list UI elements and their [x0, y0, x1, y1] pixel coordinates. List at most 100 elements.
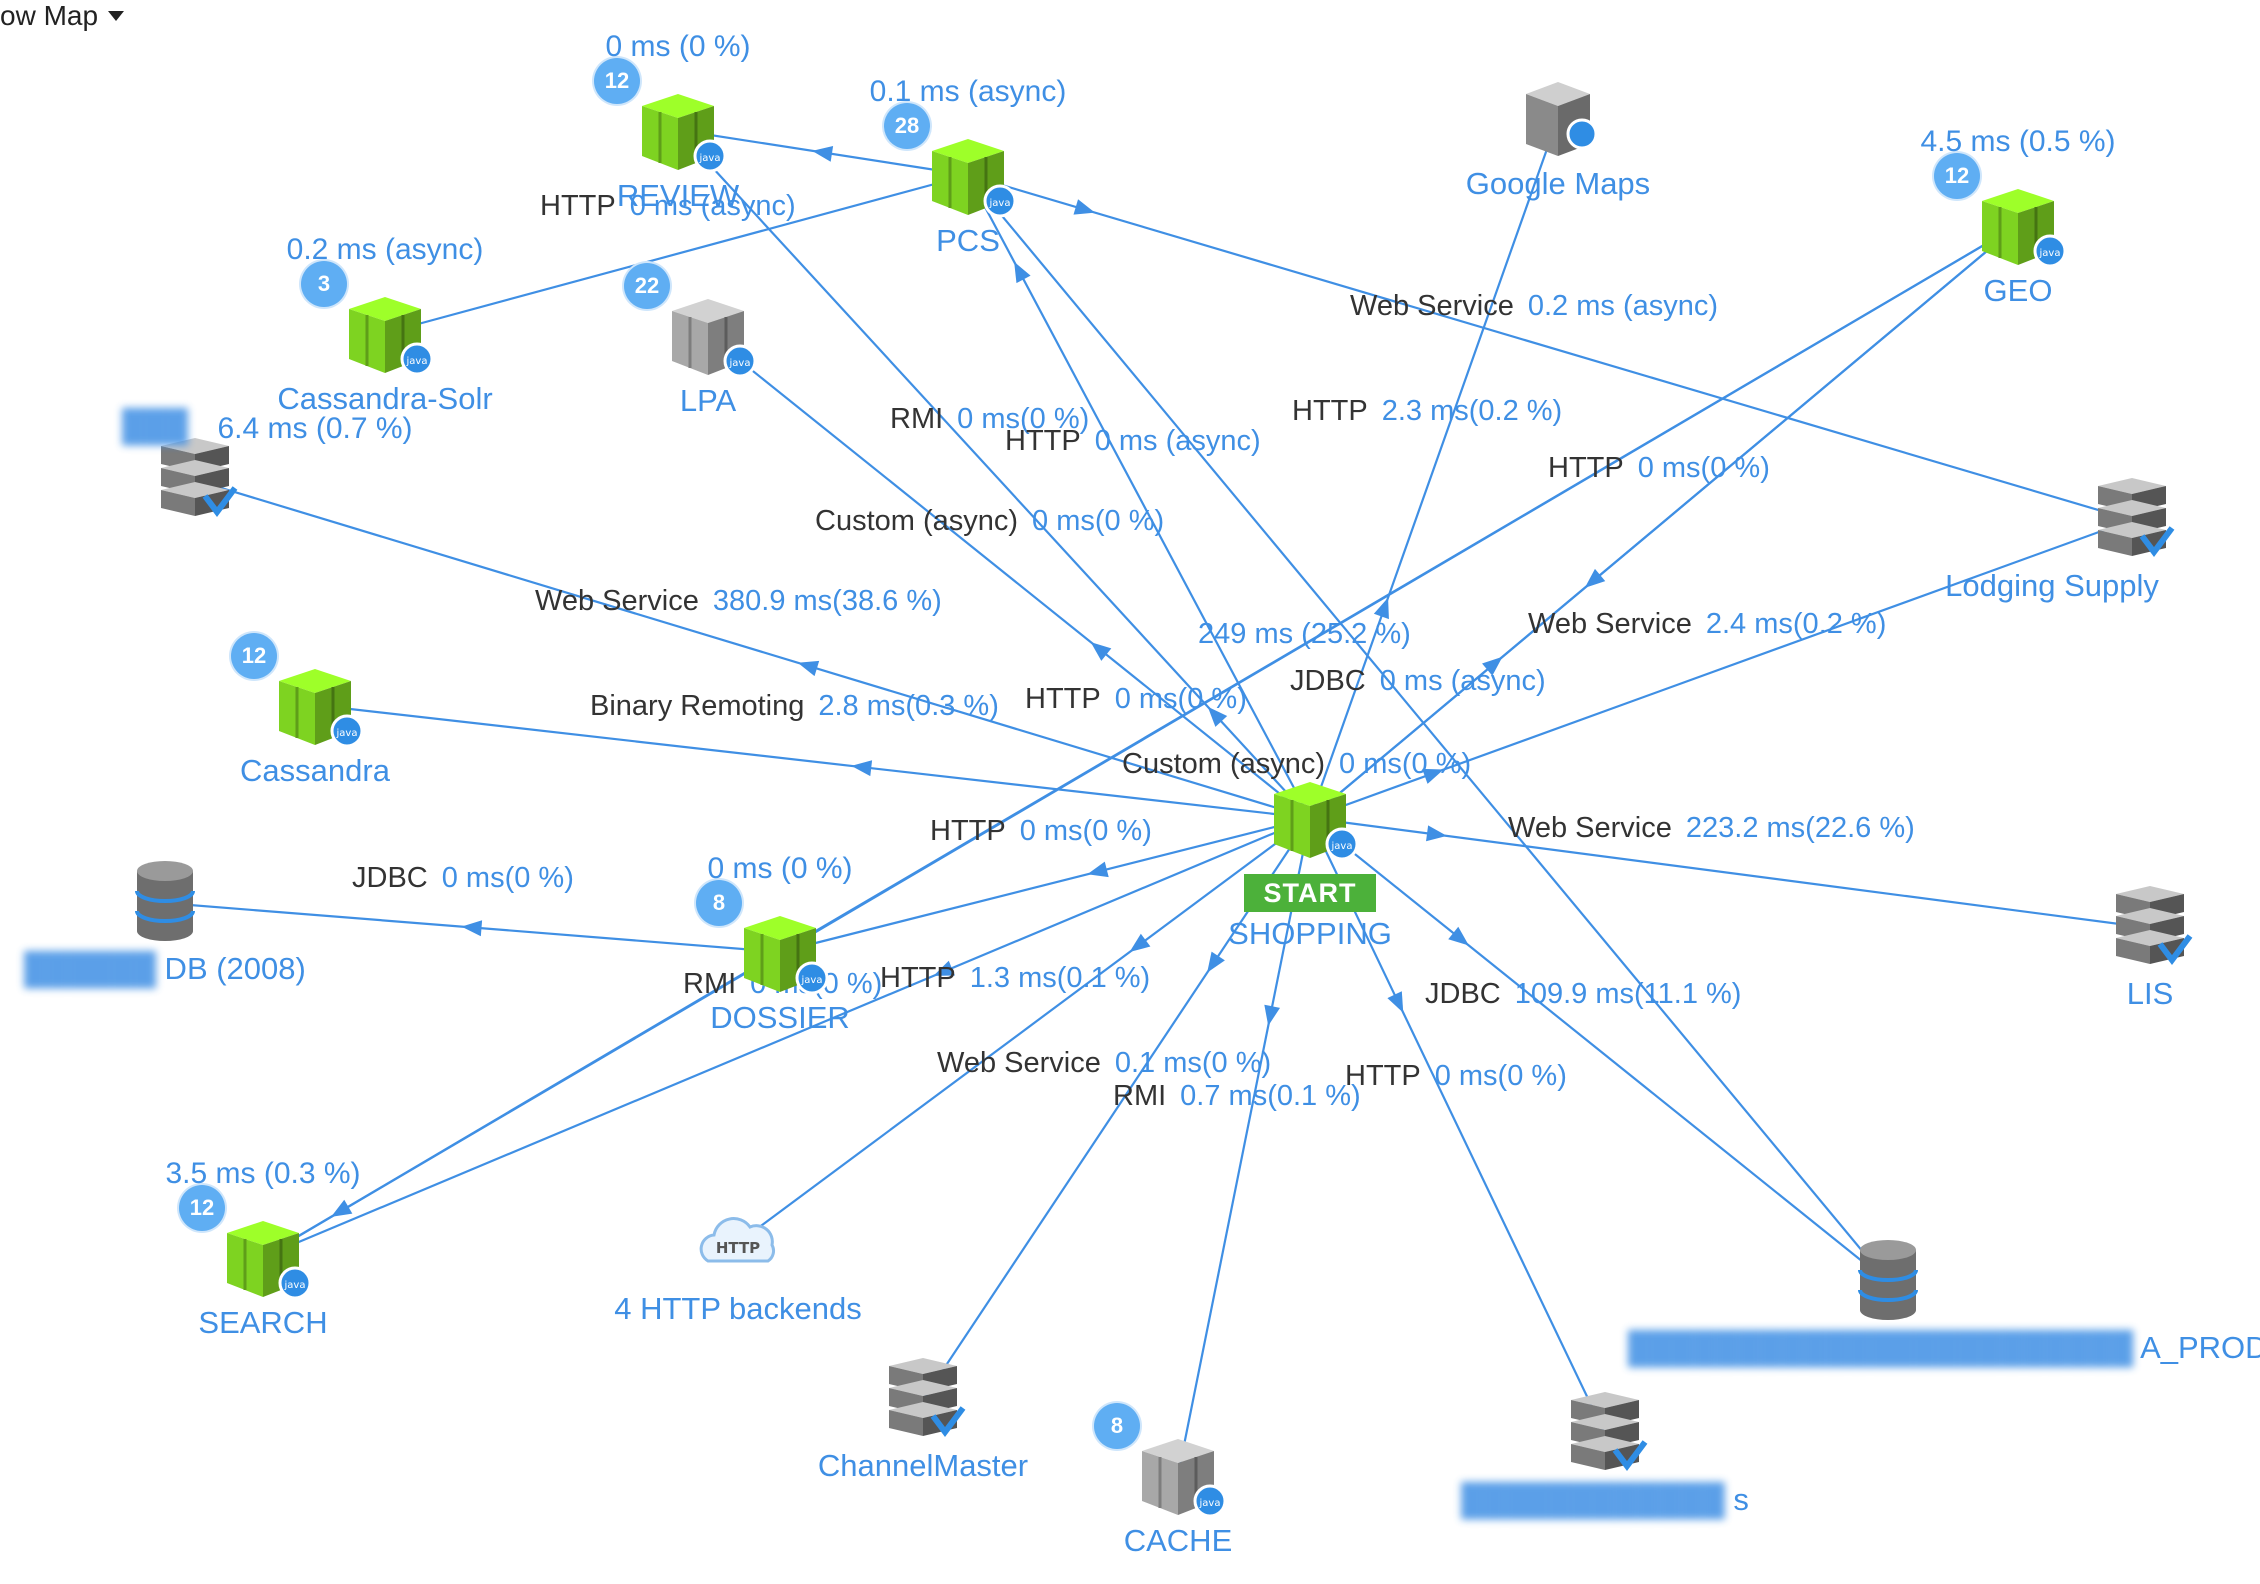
- edge-shopping-channel[interactable]: [922, 817, 1311, 1401]
- edge-protocol: Web Service: [1528, 608, 1692, 640]
- node-name[interactable]: LPA: [679, 383, 737, 418]
- edge-metric: 0.1 ms(0 %): [1114, 1047, 1272, 1079]
- server-icon[interactable]: [873, 1354, 973, 1446]
- edge-protocol: HTTP: [540, 190, 616, 222]
- node-metric: 4.5 ms (0.5 %): [1920, 125, 2116, 158]
- edge-arrow-icon: [1090, 642, 1112, 661]
- edge-shopping-lodging[interactable]: [1309, 518, 2133, 820]
- edge-shopping-pcs[interactable]: [967, 174, 1311, 819]
- node-name[interactable]: GEO: [1983, 273, 2053, 308]
- node-count-badge: 12: [179, 1185, 225, 1231]
- database-icon[interactable]: [1838, 1236, 1938, 1328]
- edge-arrow-icon: [851, 760, 873, 777]
- edge-shopping-ws1[interactable]: [194, 478, 1311, 820]
- edge-pcs-csolr[interactable]: [384, 173, 969, 335]
- node-name[interactable]: SHOPPING: [1228, 916, 1392, 951]
- java-tier-icon[interactable]: java: [1968, 179, 2068, 271]
- java-tier-icon[interactable]: java: [1260, 772, 1360, 864]
- edge-metric: 0 ms(0 %): [1114, 683, 1247, 715]
- flow-map-dropdown[interactable]: ow Map: [0, 0, 125, 32]
- node-name[interactable]: ██████ DB (2008): [0, 951, 425, 987]
- node-metric: 0 ms (0 %): [707, 852, 853, 885]
- java-tier-icon[interactable]: java: [1128, 1429, 1228, 1521]
- node-name[interactable]: 4 HTTP backends: [614, 1291, 862, 1326]
- edge-metric: 223.2 ms(22.6 %): [1685, 812, 1915, 844]
- server-icon[interactable]: [2100, 882, 2200, 974]
- edge-shopping-lpa[interactable]: [707, 334, 1311, 819]
- node-name[interactable]: ████████████ s: [1345, 1482, 1865, 1518]
- java-tier-icon[interactable]: java: [918, 129, 1018, 221]
- server-icon[interactable]: [1555, 1388, 1655, 1480]
- edge-shopping-search[interactable]: [262, 816, 1311, 1259]
- node-name[interactable]: Cassandra-Solr: [277, 381, 493, 416]
- edge-arrow-icon: [1387, 991, 1404, 1013]
- edge-label[interactable]: Custom (async)0 ms(0 %): [815, 505, 1164, 538]
- node-name[interactable]: SEARCH: [198, 1305, 328, 1340]
- edge-metric: 2.8 ms(0.3 %): [818, 690, 999, 722]
- edge-label[interactable]: HTTP 0 ms(0 %): [1025, 683, 1247, 716]
- edge-pcs-prod[interactable]: [967, 174, 1889, 1283]
- edge-shopping-prod[interactable]: [1309, 817, 1889, 1283]
- edge-protocol: HTTP: [1025, 683, 1101, 715]
- edge-shopping-services[interactable]: [1309, 817, 1606, 1435]
- java-tier-icon[interactable]: java: [265, 659, 365, 751]
- edge-metric: 0 ms(0 %): [957, 403, 1090, 435]
- node-name[interactable]: DOSSIER: [710, 1000, 850, 1035]
- edge-arrow-icon: [1129, 933, 1151, 953]
- remote-service-icon[interactable]: [1508, 72, 1608, 164]
- edge-pcs-lodging[interactable]: [967, 173, 2133, 522]
- node-name[interactable]: Google Maps: [1465, 166, 1651, 201]
- server-icon[interactable]: [2082, 474, 2182, 566]
- edge-arrow-icon: [1584, 568, 1606, 588]
- node-count-badge: 22: [624, 263, 670, 309]
- cloud-icon[interactable]: HTTP: [688, 1197, 788, 1289]
- java-tier-icon[interactable]: java: [628, 84, 728, 176]
- java-tier-icon[interactable]: java: [213, 1211, 313, 1303]
- node-name[interactable]: ███: [0, 408, 415, 444]
- edge-label[interactable]: Custom (async)0 ms(0 %): [1122, 748, 1471, 781]
- svg-text:java: java: [699, 153, 721, 164]
- node-name[interactable]: Lodging Supply: [1945, 568, 2159, 603]
- edge-shopping-http4[interactable]: [737, 817, 1311, 1244]
- database-icon[interactable]: [115, 857, 215, 949]
- edge-search-geo[interactable]: [262, 224, 2019, 1258]
- edge-shopping-lis[interactable]: [1309, 816, 2151, 930]
- edge-shopping-cache[interactable]: [1176, 817, 1312, 1476]
- node-name[interactable]: PCS: [936, 223, 1000, 258]
- edge-geo-shopping[interactable]: [1309, 224, 2019, 819]
- node-name[interactable]: REVIEW: [616, 178, 740, 213]
- node-metric: 0 ms (0 %): [605, 30, 751, 63]
- edge-shopping-google[interactable]: [1308, 117, 1560, 819]
- java-tier-icon[interactable]: java: [335, 287, 435, 379]
- edge-label[interactable]: 249 ms (25.2 %): [1198, 618, 1411, 651]
- node-name[interactable]: Cassandra: [240, 753, 390, 788]
- edge-metric: 0 ms(0 %): [1032, 505, 1165, 537]
- edge-shopping-cassandra[interactable]: [314, 703, 1311, 820]
- node-name[interactable]: LIS: [2126, 976, 2174, 1011]
- node-name[interactable]: ███████████████████████ A_PROD: [1628, 1330, 2260, 1366]
- node-name[interactable]: CACHE: [1123, 1523, 1233, 1558]
- node-name[interactable]: ChannelMaster: [817, 1448, 1029, 1483]
- java-tier-icon[interactable]: java: [730, 906, 830, 998]
- server-icon[interactable]: [145, 434, 245, 526]
- edge-shopping-dossier[interactable]: [779, 816, 1311, 954]
- java-tier-icon[interactable]: java: [658, 289, 758, 381]
